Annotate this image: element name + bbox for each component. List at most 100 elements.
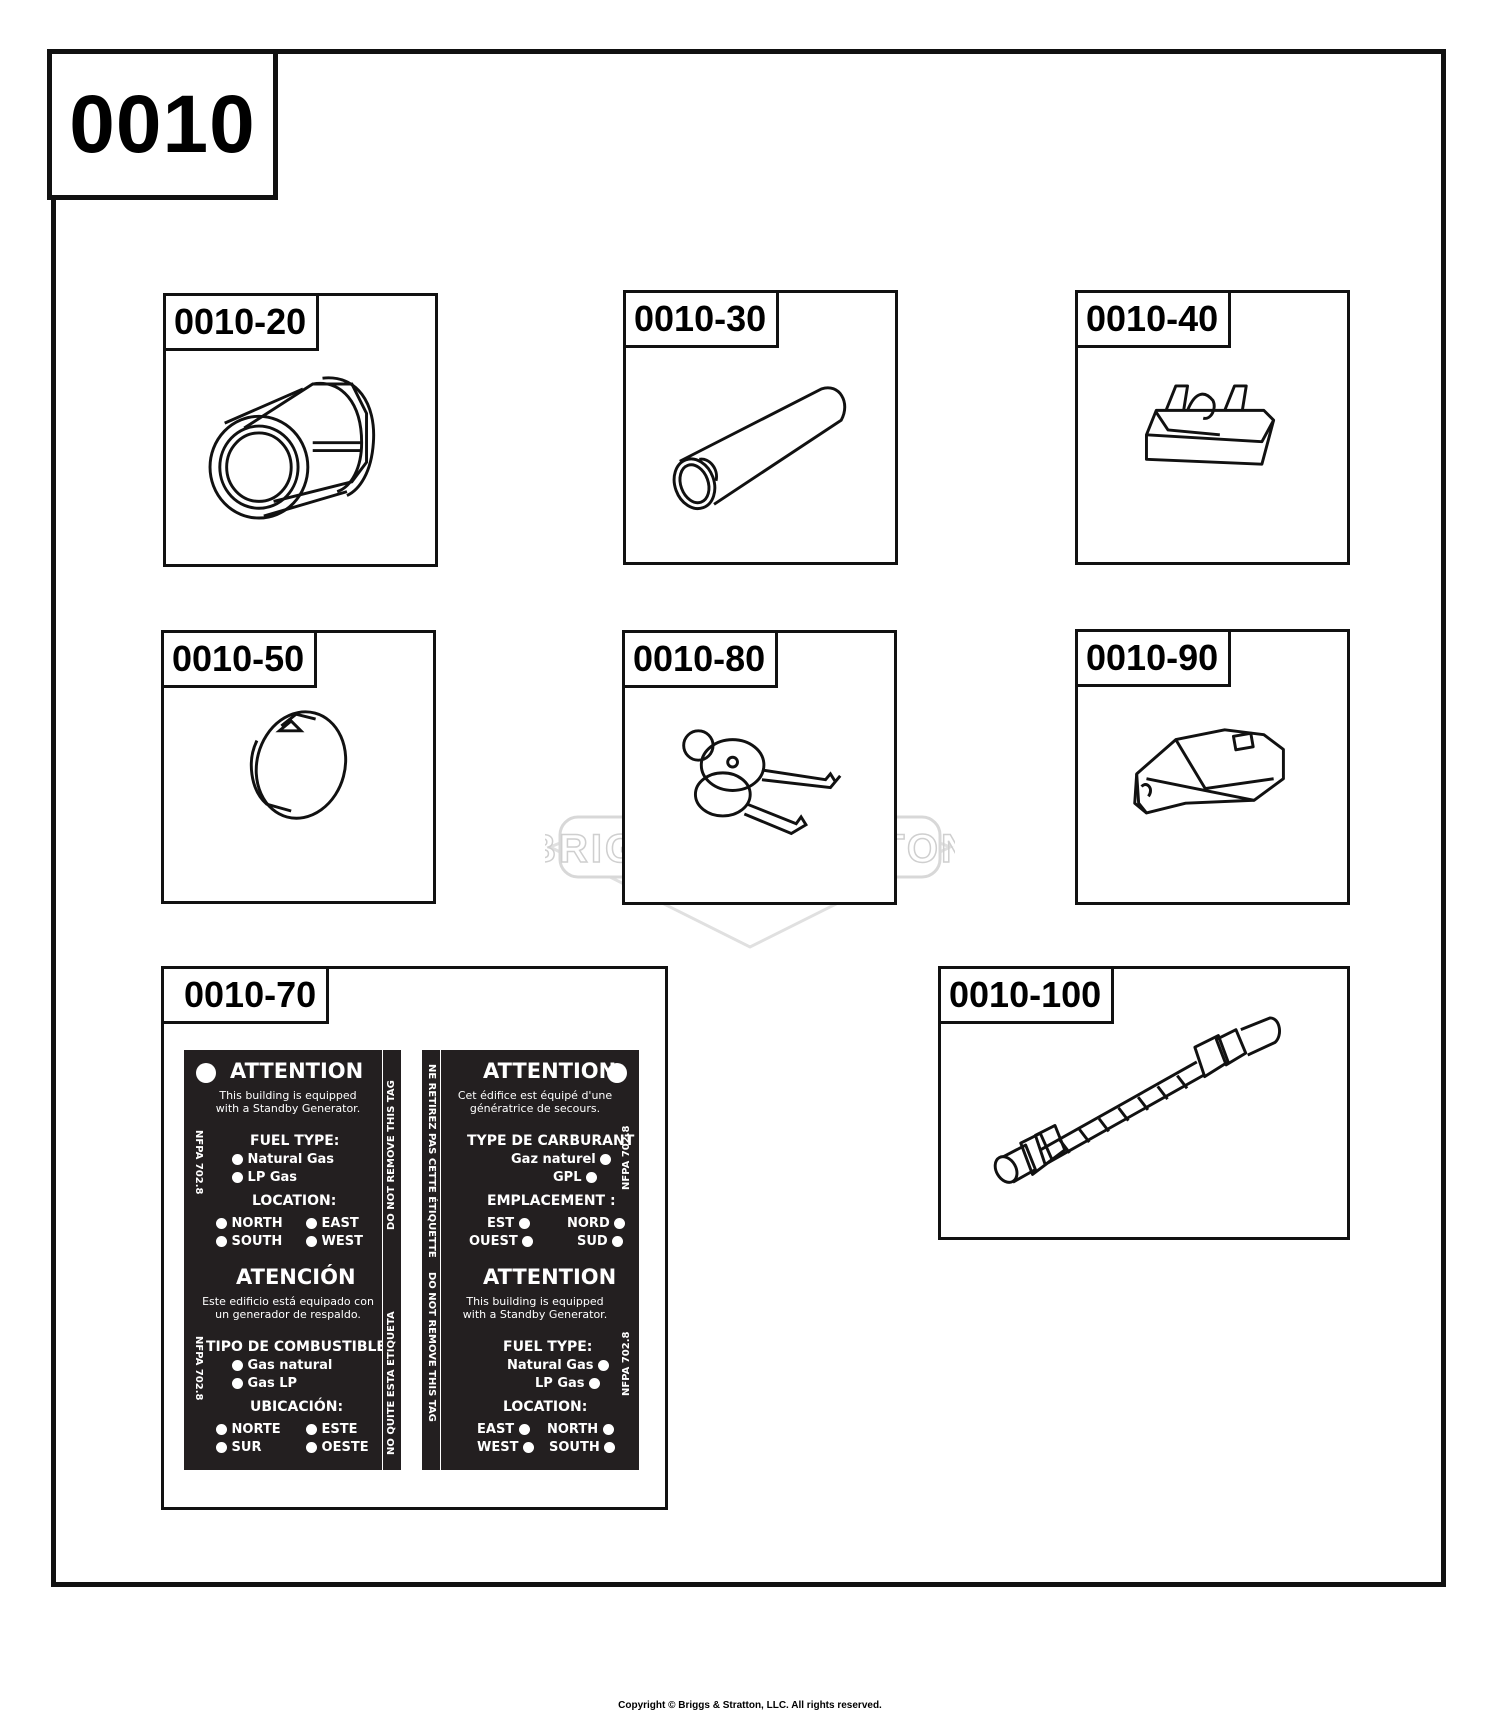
label-text: LP Gas: [247, 1170, 298, 1185]
label-text: UBICACIÓN:: [250, 1399, 344, 1415]
checkbox-icon: [586, 1172, 598, 1183]
label-heading: ATENCIÓN: [236, 1265, 356, 1289]
checkbox-icon: [602, 1424, 614, 1435]
checkbox-icon: [522, 1442, 534, 1453]
checkbox-icon: [216, 1424, 227, 1435]
label-text: TYPE DE CARBURANT :: [467, 1133, 645, 1149]
checkbox-icon: [518, 1218, 530, 1229]
part-0010-40[interactable]: 0010-40: [1075, 290, 1350, 565]
checkbox-icon: [306, 1424, 317, 1435]
label-heading: ATTENTION: [483, 1265, 617, 1289]
label-text: OESTE: [321, 1440, 369, 1455]
label-text: NE RETIREZ PAS CETTE ÉTIQUETTE: [426, 1064, 437, 1258]
diagram-frame: [51, 49, 1446, 1587]
label-text: NFPA 702.8: [193, 1336, 204, 1401]
label-text: SOUTH: [231, 1234, 283, 1249]
label-text: TIPO DE COMBUSTIBLE:: [206, 1339, 392, 1355]
label-text: This building is equipped: [466, 1295, 604, 1308]
label-text: un generador de respaldo.: [215, 1308, 361, 1321]
label-text: NFPA 702.8: [621, 1125, 632, 1190]
label-text: LOCATION:: [503, 1399, 588, 1415]
label-text: This building is equipped: [219, 1089, 357, 1102]
part-0010-80[interactable]: 0010-80: [622, 630, 897, 905]
label-text: génératrice de secours.: [469, 1102, 601, 1115]
checkbox-icon: [232, 1154, 243, 1165]
label-text: NORTH: [547, 1422, 599, 1437]
tube-sleeve-icon: [672, 386, 847, 511]
label-text: Gas LP: [247, 1376, 298, 1391]
label-strip-right: NE RETIREZ PAS CETTE ÉTIQUETTE DO NOT RE…: [422, 1050, 440, 1470]
label-text: GPL: [553, 1170, 582, 1185]
hole-icon: [196, 1063, 216, 1083]
checkbox-icon: [232, 1378, 243, 1389]
label-sheet-left: ATTENTION This building is equipped with…: [184, 1050, 392, 1470]
part-number-tag: 0010-100: [941, 969, 1115, 1024]
label-heading: ATTENTION: [483, 1059, 617, 1083]
section-number: 0010: [47, 49, 278, 200]
checkbox-icon: [216, 1236, 227, 1247]
checkbox-icon: [232, 1172, 243, 1183]
part-0010-30[interactable]: 0010-30: [623, 290, 898, 565]
label-text: SUR: [231, 1440, 262, 1455]
checkbox-icon: [216, 1442, 227, 1453]
part-0010-70[interactable]: 0010-70 ATTENTION This building is equip…: [161, 966, 668, 1510]
label-text: with a Standby Generator.: [462, 1308, 608, 1321]
label-text: LP Gas: [535, 1376, 585, 1391]
label-text: NFPA 702.8: [193, 1130, 204, 1195]
label-text: DO NOT REMOVE THIS TAG: [426, 1272, 437, 1422]
part-number-tag: 0010-40: [1078, 293, 1232, 348]
label-text: WEST: [321, 1234, 363, 1249]
label-text: NORTE: [231, 1422, 281, 1437]
label-text: with a Standby Generator.: [215, 1102, 361, 1115]
part-0010-20[interactable]: 0010-20: [163, 293, 438, 567]
label-text: EAST: [477, 1422, 515, 1437]
checkbox-icon: [522, 1236, 534, 1247]
label-text: ESTE: [321, 1422, 358, 1437]
label-text: WEST: [477, 1440, 519, 1455]
checkbox-icon: [612, 1236, 624, 1247]
part-0010-90[interactable]: 0010-90: [1075, 629, 1350, 905]
hole-icon: [607, 1063, 627, 1083]
checkbox-icon: [600, 1154, 612, 1165]
checkbox-icon: [614, 1218, 626, 1229]
part-number-tag: 0010-30: [626, 293, 780, 348]
checkbox-icon: [216, 1218, 227, 1229]
pipe-coupling-icon: [208, 376, 376, 520]
label-text: NO QUITE ESTA ETIQUETA: [386, 1311, 397, 1455]
part-number-tag: 0010-20: [166, 296, 320, 351]
label-text: LOCATION:: [252, 1193, 337, 1209]
checkbox-icon: [306, 1218, 317, 1229]
checkbox-icon: [306, 1236, 317, 1247]
plug-cap-icon: [249, 710, 348, 820]
label-text: EMPLACEMENT :: [487, 1193, 616, 1209]
label-text: NORTH: [231, 1216, 283, 1231]
label-text: FUEL TYPE:: [503, 1339, 593, 1355]
label-text: OUEST: [469, 1234, 518, 1249]
keys-icon: [682, 729, 842, 836]
part-number-tag: 0010-90: [1078, 632, 1232, 687]
label-text: EST: [487, 1216, 515, 1231]
blade-fuse-icon: [1145, 384, 1276, 466]
part-0010-100[interactable]: 0010-100: [938, 966, 1350, 1240]
label-text: Gaz naturel: [511, 1152, 596, 1167]
label-text: FUEL TYPE:: [250, 1133, 340, 1149]
label-text: Gas natural: [247, 1358, 333, 1373]
checkbox-icon: [589, 1378, 601, 1389]
label-text: NFPA 702.8: [621, 1331, 632, 1396]
label-text: Este edificio está equipado con: [202, 1295, 374, 1308]
checkbox-icon: [306, 1442, 317, 1453]
label-heading: ATTENTION: [230, 1059, 364, 1083]
part-0010-50[interactable]: 0010-50: [161, 630, 436, 904]
label-text: Natural Gas: [507, 1358, 594, 1373]
flex-gas-line-icon: [993, 1016, 1281, 1184]
label-text: Natural Gas: [247, 1152, 334, 1167]
part-number-tag: 0010-50: [164, 633, 318, 688]
label-strip-left: DO NOT REMOVE THIS TAG NO QUITE ESTA ETI…: [383, 1050, 401, 1470]
label-text: DO NOT REMOVE THIS TAG: [386, 1080, 397, 1230]
label-text: Cet édifice est équipé d'une: [457, 1089, 613, 1102]
part-number-tag: 0010-70: [164, 969, 330, 1024]
label-text: NORD: [567, 1216, 610, 1231]
label-text: SOUTH: [549, 1440, 600, 1455]
part-number-tag: 0010-80: [625, 633, 779, 688]
knob-cover-icon: [1133, 728, 1285, 815]
